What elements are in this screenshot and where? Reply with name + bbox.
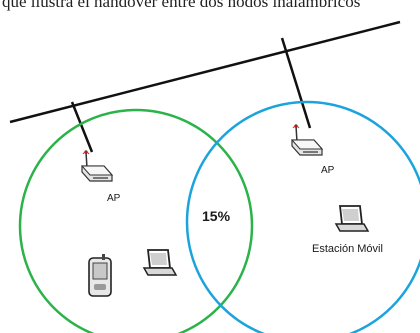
mobile-station-label: Estación Móvil (312, 243, 383, 255)
backbone-line (9, 20, 401, 124)
pda-icon (88, 254, 112, 297)
cable-left (70, 101, 94, 153)
cable-right (280, 37, 312, 129)
ap-label-left: AP (107, 193, 121, 204)
caption-top-cropped: que ilustra el handover entre dos nodos … (0, 0, 420, 18)
access-point-icon (80, 150, 114, 182)
ap-label-right: AP (321, 165, 335, 176)
coverage-cell-left (18, 108, 254, 333)
laptop-icon (334, 205, 370, 232)
overlap-percentage: 15% (202, 208, 231, 224)
caption-text: que ilustra el handover entre dos nodos … (2, 0, 361, 11)
coverage-cell-right (185, 100, 420, 333)
laptop-icon (142, 249, 178, 276)
access-point-icon (290, 124, 324, 156)
